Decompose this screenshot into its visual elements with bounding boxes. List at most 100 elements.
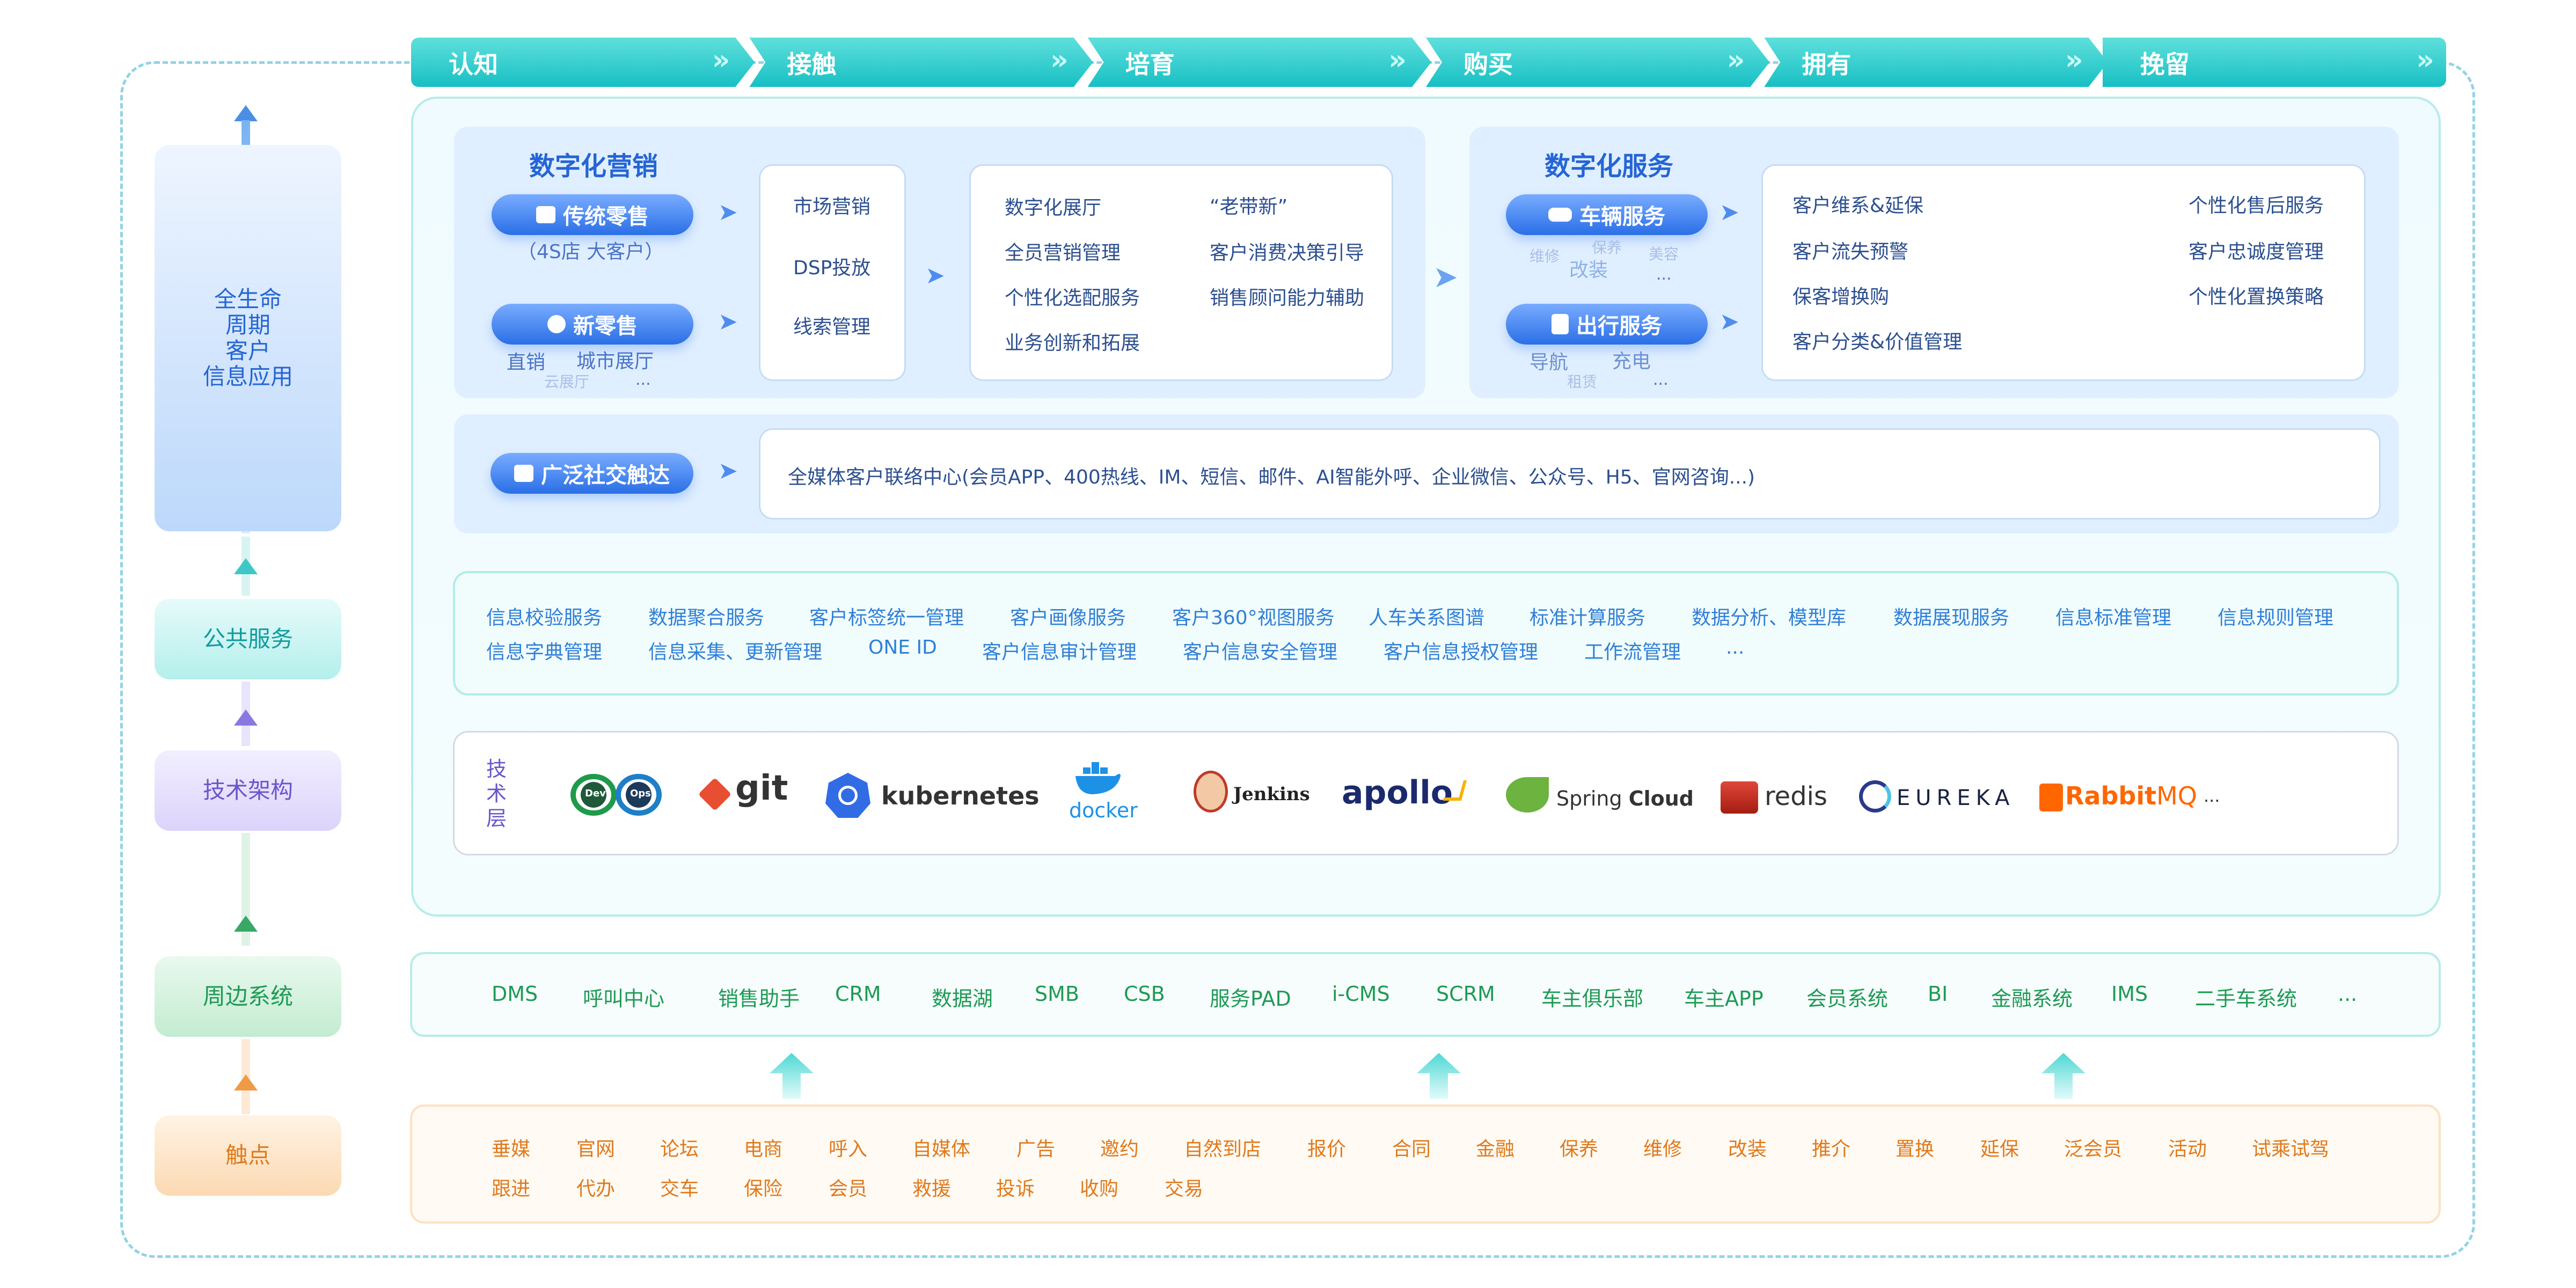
touchpoint-item: 交车 [660,1178,699,1200]
kubernetes-logo: kubernetes [881,781,1040,810]
peripheral-item: IMS [2111,982,2148,1006]
stage-label: 购买 [1463,50,1513,79]
touchpoint-item: 活动 [2168,1138,2207,1160]
public-service-item: 客户信息安全管理 [1183,641,1338,663]
vehicle-tag: 美容 [1649,245,1679,263]
stage-1[interactable]: 认知 » [411,38,755,87]
feature-item: “老带新” [1210,196,1288,218]
tech-arrow-icon [234,709,258,726]
chevron-icon: » [712,44,723,76]
travel-service-button[interactable]: 出行服务 [1506,304,1708,345]
touchpoint-item: 延保 [1980,1138,2019,1160]
feature-item: 销售顾问能力辅助 [1210,287,1365,309]
peripheral-item: CRM [835,982,881,1006]
vehicle-tag: 维修 [1529,247,1560,265]
public-service-item: 数据分析、模型库 [1692,607,1847,629]
touchpoint-item: 维修 [1643,1138,1682,1160]
new-retail-sub-cloud: 云展厅 [544,373,590,391]
jenkins-logo: Jenkins [1233,784,1310,805]
peripheral-box [410,952,2441,1037]
stage-4[interactable]: 购买» [1426,38,1769,87]
peripheral-arrow-icon [234,916,258,932]
flower-icon [547,315,566,333]
peripheral-item: i-CMS [1332,982,1390,1006]
docker-logo: docker [1069,799,1138,822]
redis-logo: redis [1765,781,1828,811]
touchpoint-item: 金融 [1476,1138,1515,1160]
touchpoint-item: 官网 [576,1138,616,1160]
peripheral-item: 车主APP [1684,987,1763,1011]
pill-label: 出行服务 [1576,314,1662,339]
public-services-box [453,571,2399,696]
peripheral-label: 周边系统 [155,956,341,1037]
peripheral-item: 二手车系统 [2195,987,2297,1011]
new-retail-sub-showroom: 城市展厅 [576,350,654,372]
stage-label: 拥有 [1802,50,1851,79]
touch-label: 触点 [155,1115,341,1196]
public-service-item: 标准计算服务 [1529,607,1646,629]
touchpoint-item: 呼入 [829,1138,868,1160]
arrow-right-icon: ➤ [1433,260,1458,295]
vehicle-tag: 改装 [1569,259,1608,281]
service-item: 个性化售后服务 [2189,195,2324,217]
public-service-label: 公共服务 [155,599,341,679]
spring-leaf-icon [1506,777,1549,813]
touchpoint-item: 垂媒 [492,1138,531,1160]
stage-2[interactable]: 接触» [749,38,1093,87]
touchpoint-item: 投诉 [996,1178,1035,1200]
redis-cube-icon [1721,781,1758,814]
traditional-retail-button[interactable]: 传统零售 [492,194,693,235]
service-item: 保客增换购 [1792,286,1890,308]
tech-label-char: 技 [486,757,507,781]
eureka-icon [1859,780,1891,813]
eureka-logo: EUREKA [1897,786,2015,810]
marketing-feature-box [969,164,1393,381]
tech-layer-label: 技 术 层 [486,757,507,831]
feature-item: 数字化展厅 [1005,197,1102,219]
touchpoint-item: 改装 [1728,1138,1767,1160]
social-reach-button[interactable]: 广泛社交触达 [491,453,693,494]
touchpoint-item: 跟进 [492,1178,531,1200]
feature-item: 个性化选配服务 [1005,287,1140,309]
peripheral-item: 数据湖 [932,987,993,1011]
chevron-icon: » [1388,44,1399,76]
vehicle-tag: ... [1656,265,1672,284]
pill-label: 新零售 [573,314,638,339]
touchpoint-item: 自然到店 [1184,1138,1262,1160]
travel-tag: 租赁 [1567,373,1598,391]
touchpoint-item: 广告 [1016,1138,1056,1160]
stage-5[interactable]: 拥有» [1764,38,2107,87]
stage-label: 认知 [449,50,498,79]
touchpoint-item: 自媒体 [912,1138,971,1160]
peripheral-item: 会员系统 [1806,987,1889,1011]
new-retail-button[interactable]: 新零售 [492,304,693,345]
public-arrow-icon [234,558,258,574]
spring-text: Spring [1556,787,1629,810]
service-title: 数字化服务 [1545,151,1674,181]
touchpoints-box [410,1104,2441,1224]
public-service-item: 客户信息授权管理 [1384,641,1539,663]
channel-item: 市场营销 [793,196,871,218]
stage-6[interactable]: 挽留» [2102,38,2446,87]
docker-whale-icon [1073,762,1122,796]
touchpoint-item: 泛会员 [2064,1138,2123,1160]
lifecycle-label: 全生命 周期 客户 信息应用 [155,145,341,531]
peripheral-item: DMS [492,982,538,1006]
travel-tag: 充电 [1612,350,1651,372]
service-item: 客户分类&价值管理 [1792,331,1963,353]
public-service-item: 信息字典管理 [486,641,603,663]
lifecycle-arrow-icon [234,105,258,121]
touchpoint-item: 保养 [1560,1138,1599,1160]
vehicle-service-button[interactable]: 车辆服务 [1506,194,1708,235]
travel-tag: ... [1653,370,1668,389]
feature-item: 客户消费决策引导 [1210,242,1365,264]
public-service-item: ... [1726,636,1745,658]
public-service-item: 客户信息审计管理 [982,641,1137,663]
stage-3[interactable]: 培育» [1088,38,1431,87]
peripheral-item: SMB [1035,982,1079,1006]
touchpoint-item: 救援 [912,1178,952,1200]
channel-item: DSP投放 [793,257,871,279]
devops-dev-text: Dev [585,788,606,799]
public-service-item: 工作流管理 [1584,641,1681,663]
car-icon [1548,208,1572,222]
